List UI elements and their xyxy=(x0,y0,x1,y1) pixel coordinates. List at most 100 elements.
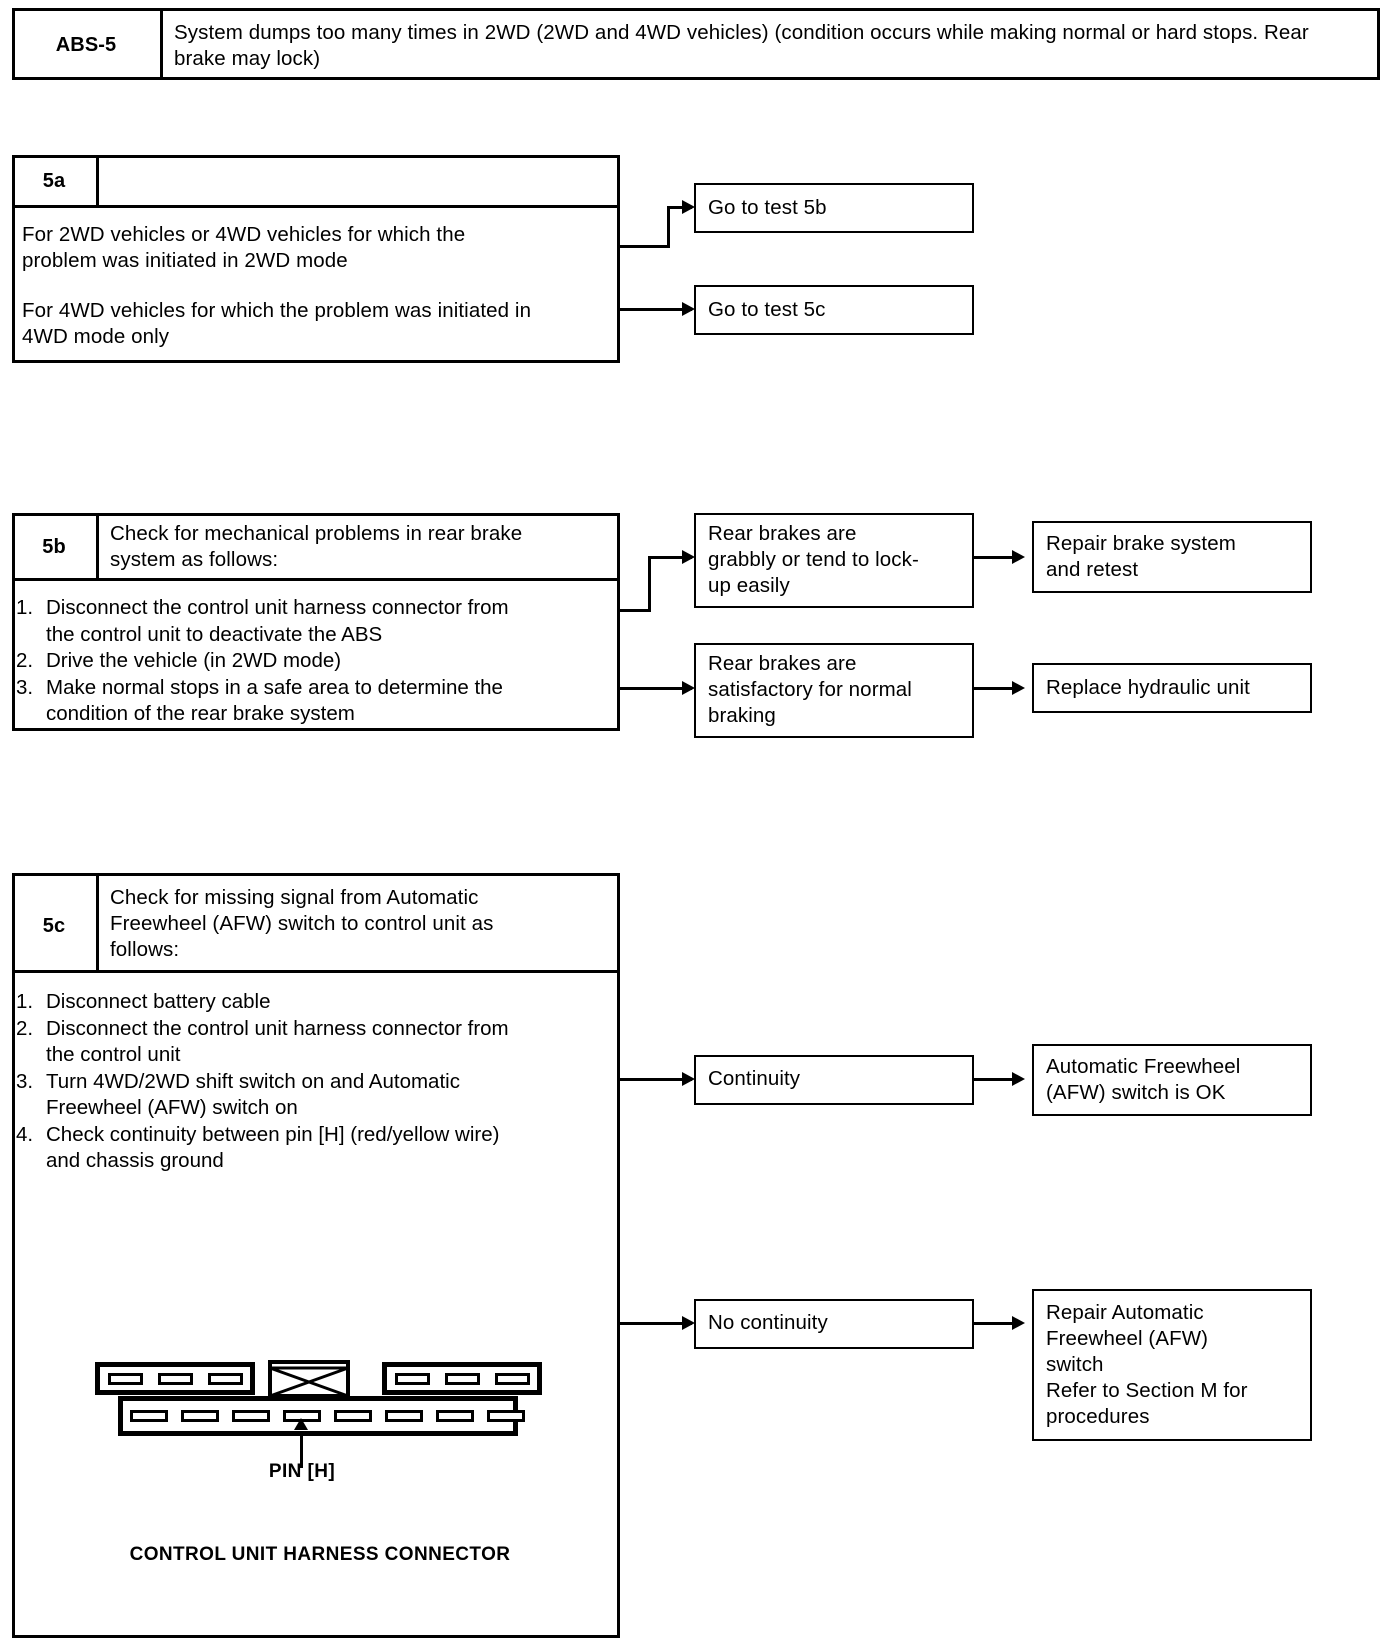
test-5a-branch-1-riser xyxy=(667,208,670,248)
test-5c-steps: 1. Disconnect battery cable 2. Disconnec… xyxy=(16,989,616,1175)
test-5b-branch-1-line xyxy=(648,556,692,559)
test-5b-action-2-box xyxy=(1032,663,1312,713)
test-5c-action-1: Automatic Freewheel (AFW) switch is OK xyxy=(1046,1055,1241,1104)
test-5b-step-number: 2. xyxy=(16,649,34,672)
test-5c-step-text: Disconnect the control unit harness conn… xyxy=(46,1016,509,1067)
test-5b-branch-2-arrowhead xyxy=(682,681,695,695)
test-5b-step-number: 3. xyxy=(16,675,34,699)
test-5c-branch-2-arrowhead xyxy=(682,1316,695,1330)
test-5c-header-rule xyxy=(12,970,620,973)
test-5b-action-1-arrowhead xyxy=(1012,550,1025,564)
test-5c-step-number: 1. xyxy=(16,990,34,1013)
test-5b-title: Check for mechanical problems in rear br… xyxy=(110,522,523,571)
test-5c-action-2-arrowhead xyxy=(1012,1316,1025,1330)
test-5c-step-text: Check continuity between pin [H] (red/ye… xyxy=(46,1122,500,1173)
test-5c-step-text: Turn 4WD/2WD shift switch on and Automat… xyxy=(46,1069,460,1120)
test-5c-action-1-box xyxy=(1032,1044,1312,1116)
test-5c-action-1-arrowhead xyxy=(1012,1072,1025,1086)
test-5b-result-2-box xyxy=(694,643,974,738)
test-5c-box xyxy=(12,873,620,1638)
test-5c-step: 1. Disconnect battery cable xyxy=(16,989,616,1016)
test-5a-condition-1: For 2WD vehicles or 4WD vehicles for whi… xyxy=(22,223,466,272)
connector-top-pin xyxy=(158,1373,193,1385)
test-5b-action-2-line xyxy=(974,687,1020,690)
connector-bottom-pin xyxy=(334,1410,372,1422)
pin-h-pointer-arrowhead xyxy=(294,1418,308,1430)
test-5b-action-1-line xyxy=(974,556,1020,559)
header-code: ABS-5 xyxy=(55,34,117,56)
connector-top-pin xyxy=(208,1373,243,1385)
test-5a-box xyxy=(12,155,620,363)
test-5c-title: Check for missing signal from Automatic … xyxy=(110,886,494,961)
connector-bottom-pin xyxy=(436,1410,474,1422)
test-5c-step-text: Disconnect battery cable xyxy=(46,990,271,1013)
test-5b-action-2: Replace hydraulic unit xyxy=(1046,676,1250,699)
connector-top-pin xyxy=(445,1373,480,1385)
test-5b-step-text: Make normal stops in a safe area to dete… xyxy=(46,675,503,726)
test-5b-step-text: Disconnect the control unit harness conn… xyxy=(46,596,509,646)
test-5b-id: 5b xyxy=(42,536,66,558)
test-5a-header-rule xyxy=(12,205,620,208)
connector-keyway-x-icon xyxy=(269,1366,349,1398)
test-5c-action-2: Repair Automatic Freewheel (AFW) switch … xyxy=(1046,1301,1248,1428)
connector-bottom-pin xyxy=(181,1410,219,1422)
test-5c-branch-1-arrowhead xyxy=(682,1072,695,1086)
header-box-divider xyxy=(160,8,163,80)
test-5b-branch-1-arrowhead xyxy=(682,550,695,564)
test-5c-result-1-box xyxy=(694,1055,974,1105)
header-box xyxy=(12,8,1380,80)
header-symptom: System dumps too many times in 2WD (2WD … xyxy=(174,21,1309,70)
test-5a-condition-2: For 4WD vehicles for which the problem w… xyxy=(22,299,532,348)
test-5a-result-2-box xyxy=(694,285,974,335)
connector-bottom-pin xyxy=(130,1410,168,1422)
test-5c-step-number: 4. xyxy=(16,1122,34,1146)
connector-top-pin xyxy=(395,1373,430,1385)
connector-bottom-pin xyxy=(385,1410,423,1422)
test-5b-step-number: 1. xyxy=(16,596,34,619)
test-5c-branch-1-line xyxy=(620,1078,692,1081)
test-5c-result-1: Continuity xyxy=(708,1067,801,1090)
test-5c-result-2-box xyxy=(694,1299,974,1349)
test-5c-step-number: 2. xyxy=(16,1016,34,1040)
test-5b-box xyxy=(12,513,620,731)
test-5b-action-1: Repair brake system and retest xyxy=(1046,532,1236,581)
test-5b-result-2: Rear brakes are satisfactory for normal … xyxy=(708,652,912,727)
test-5b-header-rule xyxy=(12,578,620,581)
test-5c-action-2-line xyxy=(974,1322,1020,1325)
test-5b-branch-riser xyxy=(648,556,651,612)
test-5a-branch-1-stem xyxy=(620,245,670,248)
test-5c-step: 4. Check continuity between pin [H] (red… xyxy=(16,1122,616,1175)
test-5a-branch-1-arrow-line xyxy=(667,206,692,209)
connector-figure-caption: CONTROL UNIT HARNESS CONNECTOR xyxy=(129,1544,511,1565)
test-5c-action-2-box xyxy=(1032,1289,1312,1441)
test-5b-action-1-box xyxy=(1032,521,1312,593)
test-5b-branch-2-line xyxy=(620,687,692,690)
test-5c-action-1-line xyxy=(974,1078,1020,1081)
test-5a-branch-1-arrowhead xyxy=(682,200,695,214)
test-5a-result-2: Go to test 5c xyxy=(708,298,826,321)
test-5c-step: 3. Turn 4WD/2WD shift switch on and Auto… xyxy=(16,1069,616,1122)
test-5a-result-1-box xyxy=(694,183,974,233)
test-5c-result-2: No continuity xyxy=(708,1311,828,1334)
test-5b-result-1: Rear brakes are grabbly or tend to lock-… xyxy=(708,522,919,597)
test-5b-result-1-box xyxy=(694,513,974,608)
test-5c-branch-2-line xyxy=(620,1322,692,1325)
test-5b-action-2-arrowhead xyxy=(1012,681,1025,695)
test-5b-step-text: Drive the vehicle (in 2WD mode) xyxy=(46,649,342,672)
test-5b-steps: 1. Disconnect the control unit harness c… xyxy=(16,595,616,728)
connector-bottom-pin xyxy=(232,1410,270,1422)
connector-top-pin xyxy=(108,1373,143,1385)
test-5b-step: 1. Disconnect the control unit harness c… xyxy=(16,595,616,648)
test-5a-id-divider xyxy=(96,155,99,208)
test-5c-id-divider xyxy=(96,873,99,973)
test-5a-id: 5a xyxy=(42,170,66,192)
test-5b-branch-stem xyxy=(620,609,651,612)
test-5c-id: 5c xyxy=(42,915,66,937)
test-5a-result-1: Go to test 5b xyxy=(708,196,827,219)
connector-bottom-pin xyxy=(487,1410,525,1422)
test-5c-step-number: 3. xyxy=(16,1069,34,1093)
test-5a-branch-2-line xyxy=(620,308,692,311)
pin-h-pointer-line xyxy=(300,1432,303,1468)
test-5b-step: 3. Make normal stops in a safe area to d… xyxy=(16,675,616,728)
connector-top-pin xyxy=(495,1373,530,1385)
